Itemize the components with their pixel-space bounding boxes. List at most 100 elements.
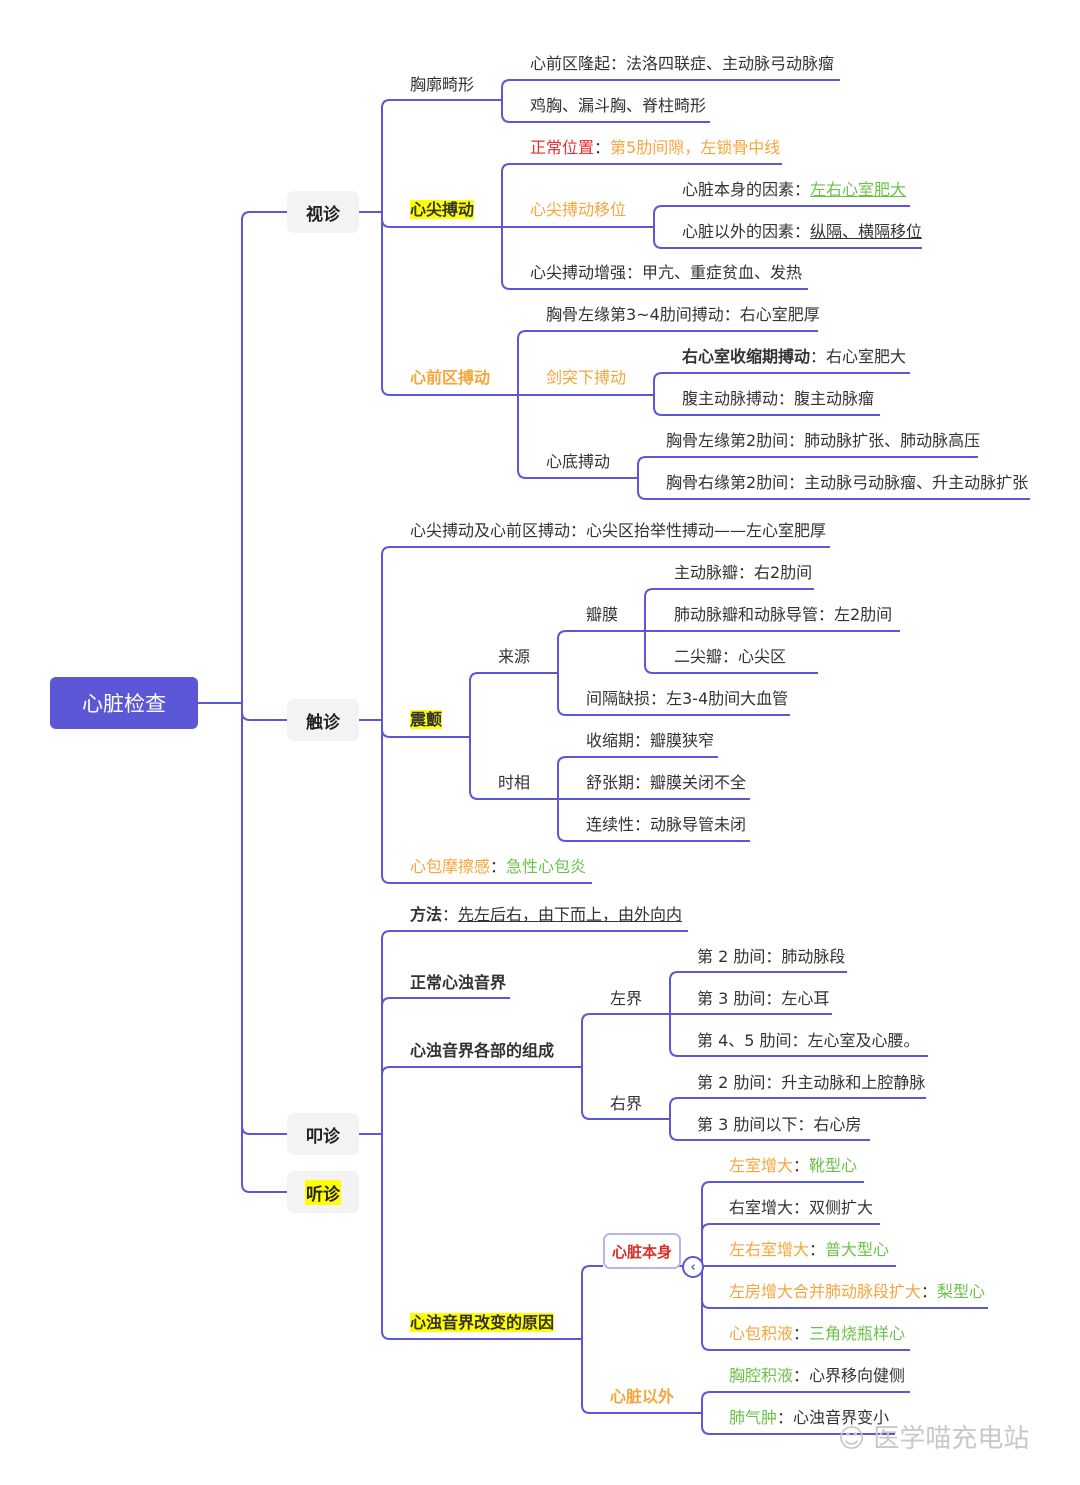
- connector: [669, 971, 847, 1014]
- connector: [653, 205, 910, 227]
- leaf-cardiac-cause[interactable]: 左右室增大：普大型心: [729, 1240, 890, 1259]
- leaf-base-right[interactable]: 胸骨右缘第2肋间：主动脉弓动脉瘤、升主动脉扩张: [666, 473, 1029, 492]
- node-palpation[interactable]: 触诊: [287, 699, 359, 741]
- connector: [701, 1391, 910, 1413]
- connector: [644, 588, 814, 631]
- connector: [469, 672, 558, 737]
- node-cardiac-causes[interactable]: 心脏本身: [603, 1233, 681, 1269]
- node-apex-beat[interactable]: 心尖搏动: [410, 200, 475, 219]
- leaf-normal-position[interactable]: 正常位置：第5肋间隙，左锁骨中线: [530, 138, 781, 157]
- leaf-left-border[interactable]: 第 3 肋间：左心耳: [697, 989, 830, 1008]
- leaf-left-border[interactable]: 第 4、5 肋间：左心室及心腰。: [697, 1031, 920, 1050]
- leaf-apex-precordial[interactable]: 心尖搏动及心前区搏动：心尖区抬举性搏动——左心室肥厚: [410, 521, 827, 540]
- connector: [241, 211, 287, 703]
- leaf-base-left[interactable]: 胸骨左缘第2肋间：肺动脉扩张、肺动脉高压: [666, 431, 981, 450]
- connector: [381, 997, 510, 1134]
- leaf-cardiac-cause[interactable]: 心包积液：三角烧瓶样心: [729, 1324, 906, 1343]
- leaf-right-border[interactable]: 第 2 肋间：升主动脉和上腔静脉: [697, 1073, 926, 1092]
- connector: [381, 1134, 582, 1340]
- connector: [501, 79, 840, 100]
- connector: [653, 227, 922, 249]
- connector: [381, 546, 830, 720]
- leaf-extracardiac-cause[interactable]: 胸腔积液：心界移向健侧: [729, 1366, 906, 1385]
- leaf-pericardial-rub[interactable]: 心包摩擦感：急性心包炎: [410, 857, 587, 876]
- connector: [653, 372, 910, 395]
- node-auscultation[interactable]: 听诊: [287, 1171, 359, 1213]
- connector: [381, 930, 688, 1134]
- node-inspection[interactable]: 视诊: [287, 191, 359, 233]
- leaf-abdominal-aorta[interactable]: 腹主动脉搏动：腹主动脉瘤: [682, 389, 875, 408]
- leaf-rv-systolic[interactable]: 右心室收缩期搏动：右心室肥大: [682, 347, 907, 366]
- connector: [581, 1013, 670, 1067]
- collapse-chevron-icon[interactable]: ‹: [682, 1256, 704, 1278]
- connector: [241, 703, 287, 1135]
- connector: [381, 1066, 582, 1134]
- connector: [381, 720, 592, 884]
- connector: [517, 395, 638, 479]
- node-precordial-pulsation[interactable]: 心前区搏动: [410, 368, 491, 387]
- node-source[interactable]: 来源: [498, 647, 531, 666]
- connector: [557, 756, 718, 799]
- leaf-extracardiac-cause[interactable]: 肺气肿：心浊音界变小: [729, 1408, 890, 1427]
- node-apex-shift[interactable]: 心尖搏动移位: [530, 200, 627, 219]
- connector: [669, 1014, 928, 1057]
- connector: [701, 1413, 895, 1435]
- node-thrill[interactable]: 震颤: [410, 710, 443, 729]
- node-extracardiac-causes[interactable]: 心脏以外: [610, 1387, 675, 1406]
- leaf-shift-extra[interactable]: 心脏以外的因素：纵隔、横隔移位: [682, 222, 923, 241]
- root-node[interactable]: 心脏检查: [50, 677, 198, 729]
- connector: [469, 737, 558, 800]
- connector: [669, 1119, 870, 1141]
- connector: [637, 478, 1030, 500]
- leaf-valve[interactable]: 肺动脉瓣和动脉导管：左2肋间: [674, 605, 893, 624]
- connector: [701, 1181, 864, 1266]
- leaf-phase[interactable]: 收缩期：瓣膜狭窄: [586, 731, 715, 750]
- leaf-septal-defect[interactable]: 间隔缺损：左3-4肋间大血管: [586, 689, 789, 708]
- leaf-chest-shapes[interactable]: 鸡胸、漏斗胸、脊柱畸形: [530, 96, 707, 115]
- connector: [701, 1266, 910, 1351]
- leaf-right-border[interactable]: 第 3 肋间以下：右心房: [697, 1115, 862, 1134]
- node-left-border[interactable]: 左界: [610, 989, 643, 1008]
- node-percussion[interactable]: 叩诊: [287, 1113, 359, 1155]
- leaf-apex-enhanced[interactable]: 心尖搏动增强：甲亢、重症贫血、发热: [530, 263, 803, 282]
- leaf-cardiac-cause[interactable]: 右室增大：双侧扩大: [729, 1198, 874, 1217]
- connector: [644, 631, 818, 674]
- connector: [381, 212, 502, 396]
- node-subxiphoid[interactable]: 剑突下搏动: [546, 368, 627, 387]
- leaf-left-border[interactable]: 第 2 肋间：肺动脉段: [697, 947, 846, 966]
- connector: [581, 1265, 603, 1339]
- leaf-precordial-bulge[interactable]: 心前区隆起：法洛四联症、主动脉弓动脉瘤: [530, 54, 835, 73]
- leaf-left-sternal[interactable]: 胸骨左缘第3~4肋间搏动：右心室肥厚: [546, 305, 820, 324]
- connector: [653, 395, 880, 416]
- node-chest-deformity[interactable]: 胸廓畸形: [410, 75, 475, 94]
- connector: [557, 799, 750, 842]
- connector: [517, 330, 818, 395]
- node-dullness-changes[interactable]: 心浊音界改变的原因: [410, 1313, 555, 1332]
- connector: [557, 630, 645, 673]
- leaf-valve[interactable]: 主动脉瓣：右2肋间: [674, 563, 813, 582]
- node-composition[interactable]: 心浊音界各部的组成: [410, 1041, 555, 1060]
- connector: [581, 1067, 670, 1120]
- connector: [637, 456, 978, 478]
- leaf-shift-cardiac[interactable]: 心脏本身的因素：左右心室肥大: [682, 180, 907, 199]
- connector: [501, 163, 782, 227]
- node-valve[interactable]: 瓣膜: [586, 605, 619, 624]
- leaf-normal-dullness[interactable]: 正常心浊音界: [410, 973, 507, 992]
- node-base-pulsation[interactable]: 心底搏动: [546, 452, 611, 471]
- wechat-icon: ☺: [838, 1424, 866, 1454]
- node-phase[interactable]: 时相: [498, 773, 531, 792]
- leaf-phase[interactable]: 舒张期：瓣膜关闭不全: [586, 773, 747, 792]
- leaf-cardiac-cause[interactable]: 左室增大：靴型心: [729, 1156, 858, 1175]
- leaf-cardiac-cause[interactable]: 左房增大合并肺动脉段扩大：梨型心: [729, 1282, 986, 1301]
- node-right-border[interactable]: 右界: [610, 1094, 643, 1113]
- connector: [557, 673, 790, 716]
- leaf-method[interactable]: 方法：先左后右，由下而上，由外向内: [410, 905, 683, 924]
- leaf-valve[interactable]: 二尖瓣：心尖区: [674, 647, 787, 666]
- connector: [701, 1223, 880, 1266]
- connector: [581, 1339, 702, 1414]
- connector: [501, 100, 710, 123]
- connector: [241, 703, 287, 1193]
- connector: [669, 1097, 926, 1119]
- leaf-phase[interactable]: 连续性：动脉导管未闭: [586, 815, 747, 834]
